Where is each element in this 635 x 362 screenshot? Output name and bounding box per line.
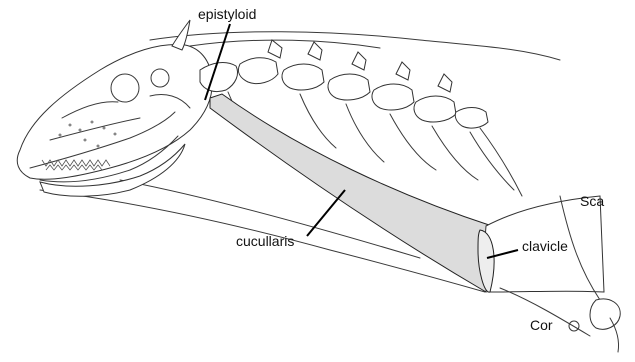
neck-dorsal-outline	[150, 32, 560, 60]
label-coracoid: Cor	[530, 317, 553, 333]
pointer-cucullaris	[307, 190, 345, 236]
back-outline	[190, 40, 380, 48]
label-cucullaris: cucullaris	[236, 233, 294, 249]
label-scapula: Sca	[580, 193, 604, 209]
label-epistyloid: epistyloid	[198, 6, 256, 22]
skull	[17, 20, 212, 196]
label-clavicle: clavicle	[522, 238, 568, 254]
cucullaris-muscle	[210, 94, 492, 292]
